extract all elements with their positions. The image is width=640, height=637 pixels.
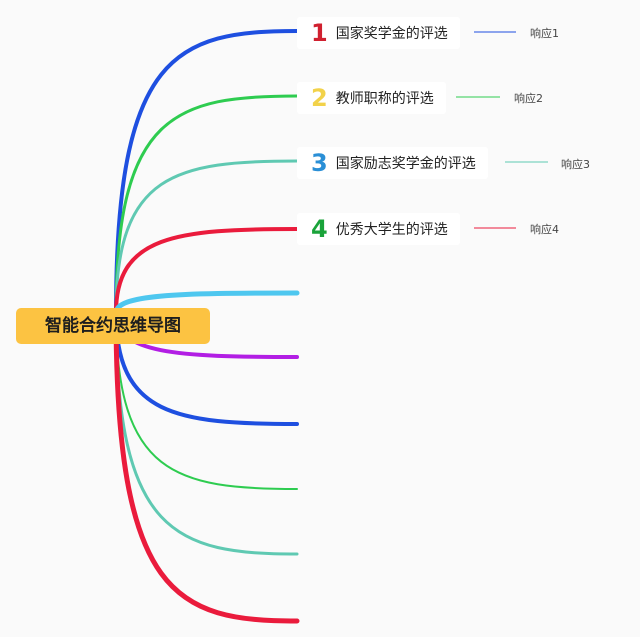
branch-line-7 — [114, 311, 299, 426]
branch-label-4: 优秀大学生的评选 — [335, 222, 448, 238]
branch-line-5 — [113, 290, 300, 316]
branch-line-2 — [114, 94, 299, 315]
branch-node-1[interactable]: 1 国家奖学金的评选 — [297, 17, 460, 49]
response-4[interactable]: 响应4 — [530, 223, 559, 236]
response-1[interactable]: 响应1 — [530, 27, 559, 40]
number-4-icon: 4 — [311, 215, 328, 243]
number-3-icon: 3 — [311, 149, 328, 177]
response-2[interactable]: 响应2 — [514, 92, 543, 105]
branch-label-3: 国家励志奖学金的评选 — [335, 156, 476, 172]
number-2-icon: 2 — [311, 84, 328, 112]
branch-line-1 — [114, 29, 299, 315]
branch-label-2: 教师职称的评选 — [335, 91, 434, 107]
branch-line-4 — [114, 227, 299, 315]
branch-node-2[interactable]: 2 教师职称的评选 — [297, 82, 446, 114]
branch-line-10 — [113, 310, 300, 624]
branch-node-3[interactable]: 3 国家励志奖学金的评选 — [297, 147, 488, 179]
branch-line-3 — [114, 159, 299, 315]
branch-node-4[interactable]: 4 优秀大学生的评选 — [297, 213, 460, 245]
root-node[interactable]: 智能合约思维导图 — [16, 308, 210, 344]
branch-label-1: 国家奖学金的评选 — [335, 26, 448, 42]
branch-line-9 — [114, 311, 299, 556]
response-3[interactable]: 响应3 — [561, 158, 590, 171]
number-1-icon: 1 — [311, 19, 328, 47]
